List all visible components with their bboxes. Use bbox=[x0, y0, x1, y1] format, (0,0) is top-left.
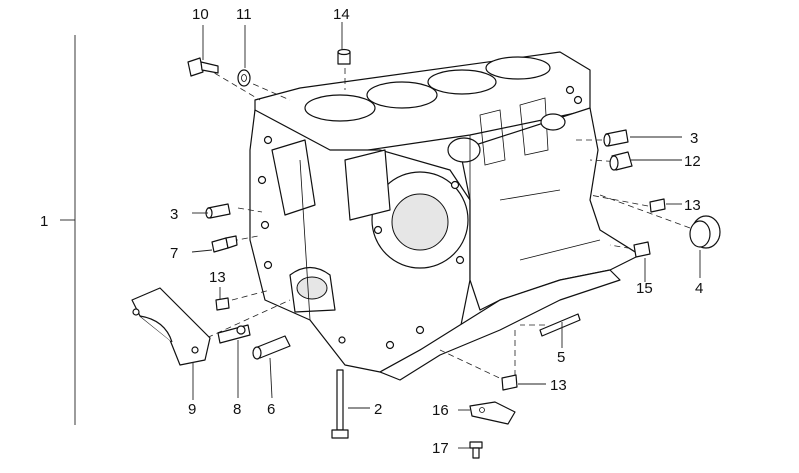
callout-3-left: 3 bbox=[170, 206, 178, 223]
part-9-main-bearing-cap bbox=[131, 287, 211, 366]
callout-2: 2 bbox=[374, 401, 382, 418]
leader-lines bbox=[60, 22, 701, 449]
callout-13-lower: 13 bbox=[550, 377, 567, 394]
part-16-bracket bbox=[469, 401, 516, 425]
callout-11: 11 bbox=[236, 6, 252, 23]
callout-15: 15 bbox=[636, 280, 653, 297]
part-2-bolt bbox=[331, 369, 349, 439]
part-13-dowel-left bbox=[215, 297, 230, 311]
callout-12: 12 bbox=[684, 153, 701, 170]
part-8-stud bbox=[217, 324, 251, 344]
part-13-dowel-lower bbox=[501, 374, 518, 391]
part-3-dowel-right bbox=[603, 129, 629, 147]
callout-3-right: 3 bbox=[690, 130, 698, 147]
callout-16: 16 bbox=[432, 402, 449, 419]
part-7-plug bbox=[211, 235, 238, 253]
part-4-seal-ring bbox=[689, 215, 721, 249]
callout-13-right: 13 bbox=[684, 197, 701, 214]
callout-6: 6 bbox=[267, 401, 275, 418]
callout-5: 5 bbox=[557, 349, 565, 366]
part-10-bolt bbox=[187, 57, 219, 77]
callout-4: 4 bbox=[695, 280, 703, 297]
callout-10: 10 bbox=[192, 6, 209, 23]
callout-labels: 1 2 3 3 4 5 6 7 8 9 10 11 12 13 13 13 14… bbox=[40, 6, 703, 457]
part-13-dowel-right bbox=[649, 198, 666, 213]
callout-9: 9 bbox=[188, 401, 196, 418]
part-14-sleeve bbox=[337, 48, 351, 65]
part-3-dowel-left bbox=[205, 203, 231, 219]
part-5-stud bbox=[539, 313, 581, 337]
callout-1: 1 bbox=[40, 213, 48, 230]
callout-7: 7 bbox=[170, 245, 178, 262]
callout-14: 14 bbox=[333, 6, 350, 23]
part-17-screw bbox=[469, 441, 483, 459]
callout-17: 17 bbox=[432, 440, 449, 457]
part-15-dowel bbox=[633, 241, 651, 258]
engine-block bbox=[249, 51, 641, 381]
part-6-pin bbox=[252, 335, 291, 360]
part-11-washer bbox=[237, 69, 251, 87]
callout-13-left: 13 bbox=[209, 269, 226, 286]
callout-8: 8 bbox=[233, 401, 241, 418]
part-12-cap bbox=[609, 151, 633, 171]
